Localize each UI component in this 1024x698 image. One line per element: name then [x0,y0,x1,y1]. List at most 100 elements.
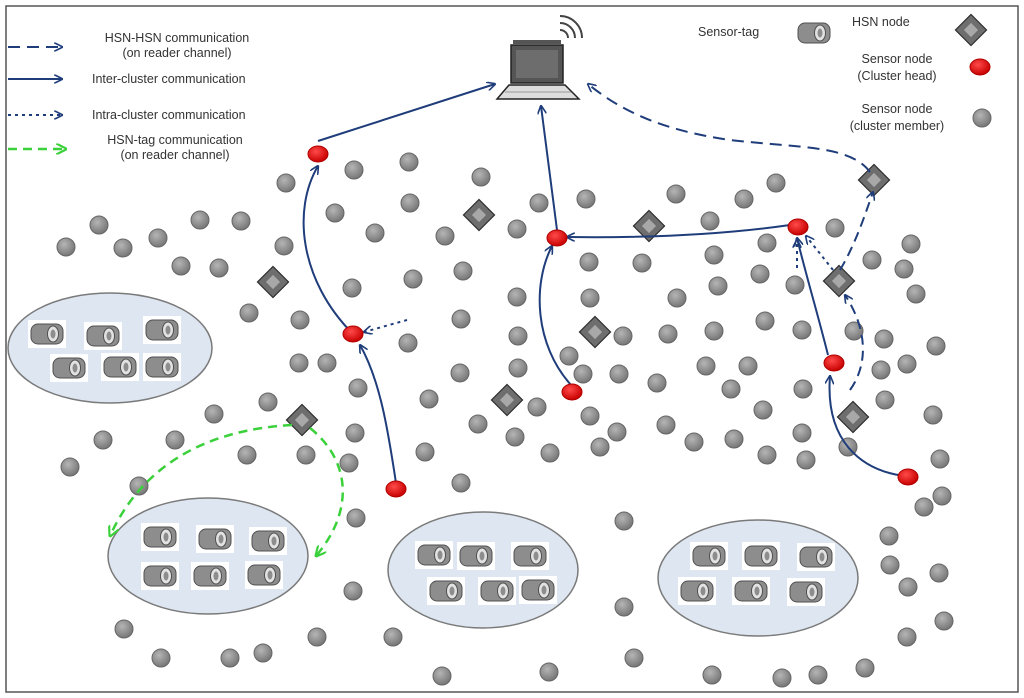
legend-cluster-member-label: Sensor node [862,102,933,116]
cluster-member-node [880,555,900,575]
cluster-member-node [471,167,491,187]
cluster-member-node [539,662,559,682]
cluster-member-node [468,414,488,434]
hsn-node [857,163,891,197]
cluster-member-node [345,423,365,443]
cluster-member-node [796,450,816,470]
legend-sensor-tag-label: Sensor-tag [698,25,759,39]
legend-cluster-member-sub: (cluster member) [850,119,944,133]
cluster-member-node [93,430,113,450]
cluster-member-node [365,223,385,243]
cluster-member-node [151,648,171,668]
cluster-member-node [56,237,76,257]
cluster-member-node [507,219,527,239]
cluster-head-node [546,229,568,247]
legend-hsn-hsn-sub: (on reader channel) [122,46,231,60]
sensor-tag [742,542,780,570]
cluster-member-node [89,215,109,235]
cluster-member-node [348,378,368,398]
cluster-member-node [573,364,593,384]
cluster-member-node [451,473,471,493]
cluster-member-node [879,526,899,546]
hsn-hsn-link [839,192,873,271]
sensor-tag [143,316,181,344]
cluster-member-node [734,189,754,209]
sensor-tag [141,523,179,551]
cluster-member-node [435,226,455,246]
cluster-member-node [220,648,240,668]
cluster-member-node [894,259,914,279]
legend-hsn-node-label: HSN node [852,15,910,29]
sensor-tag [50,354,88,382]
cluster-member-node [855,658,875,678]
hsn-tag-link [110,423,293,536]
sensor-tag [84,322,122,350]
cluster-member-node [930,449,950,469]
legend-hsn-tag-label: HSN-tag communication [107,133,243,147]
legend-cluster-head-label: Sensor node [862,52,933,66]
cluster-member-node [343,581,363,601]
cluster-member-node [808,665,828,685]
cluster-head-node [897,468,919,486]
sensor-tag [196,525,234,553]
cluster-member-node [906,284,926,304]
cluster-member-node [897,627,917,647]
cluster-member-node [579,252,599,272]
cluster-member-node [898,577,918,597]
cluster-member-node [914,497,934,517]
hsn-hsn-link [845,295,864,391]
inter-cluster-link [302,166,353,334]
sensor-tag [28,320,66,348]
hsn-node [462,198,496,232]
inter-cluster-link [541,106,558,231]
cluster-member-node [897,354,917,374]
sensor-tag [732,577,770,605]
cluster-head-node [561,383,583,401]
hsn-node [954,13,988,47]
sensor-tag [690,542,728,570]
cluster-member-node [901,234,921,254]
cluster-member-node [204,404,224,424]
cluster-head-node [823,354,845,372]
legend-intra-cluster-label: Intra-cluster communication [92,108,246,122]
cluster-member-node [667,288,687,308]
cluster-member-node [704,321,724,341]
cluster-member-node [684,432,704,452]
cluster-heads [307,145,919,498]
cluster-member-node [508,326,528,346]
sensor-tag [787,578,825,606]
cluster-head-node [342,325,364,343]
cluster-member-node [926,336,946,356]
hsn-node [822,264,856,298]
cluster-member-node [753,400,773,420]
sensor-tag [678,577,716,605]
hsn-tag-link [309,427,345,556]
cluster-member-node [632,253,652,273]
cluster-member-node [609,364,629,384]
cluster-member-node [289,353,309,373]
cluster-ellipse [107,497,309,615]
cluster-member-node [113,238,133,258]
cluster-member-node [934,611,954,631]
legend-hsn-tag-sub: (on reader channel) [120,148,229,162]
cluster-member-node [580,288,600,308]
intra-cluster-link [806,236,834,271]
cluster-member-node [871,360,891,380]
cluster-member-node [875,390,895,410]
cluster-member-node [580,406,600,426]
sensor-tags [28,316,835,606]
cluster-member-node [724,429,744,449]
sensor-tag [519,576,557,604]
sensor-tag [101,353,139,381]
cluster-member-node [825,218,845,238]
cluster-member-node [419,389,439,409]
cluster-member-node [559,346,579,366]
cluster-member-node [253,643,273,663]
legend-icons [795,13,992,128]
hsn-node [490,383,524,417]
cluster-member-node [624,648,644,668]
cluster-member-node [702,665,722,685]
cluster-member-node [704,245,724,265]
